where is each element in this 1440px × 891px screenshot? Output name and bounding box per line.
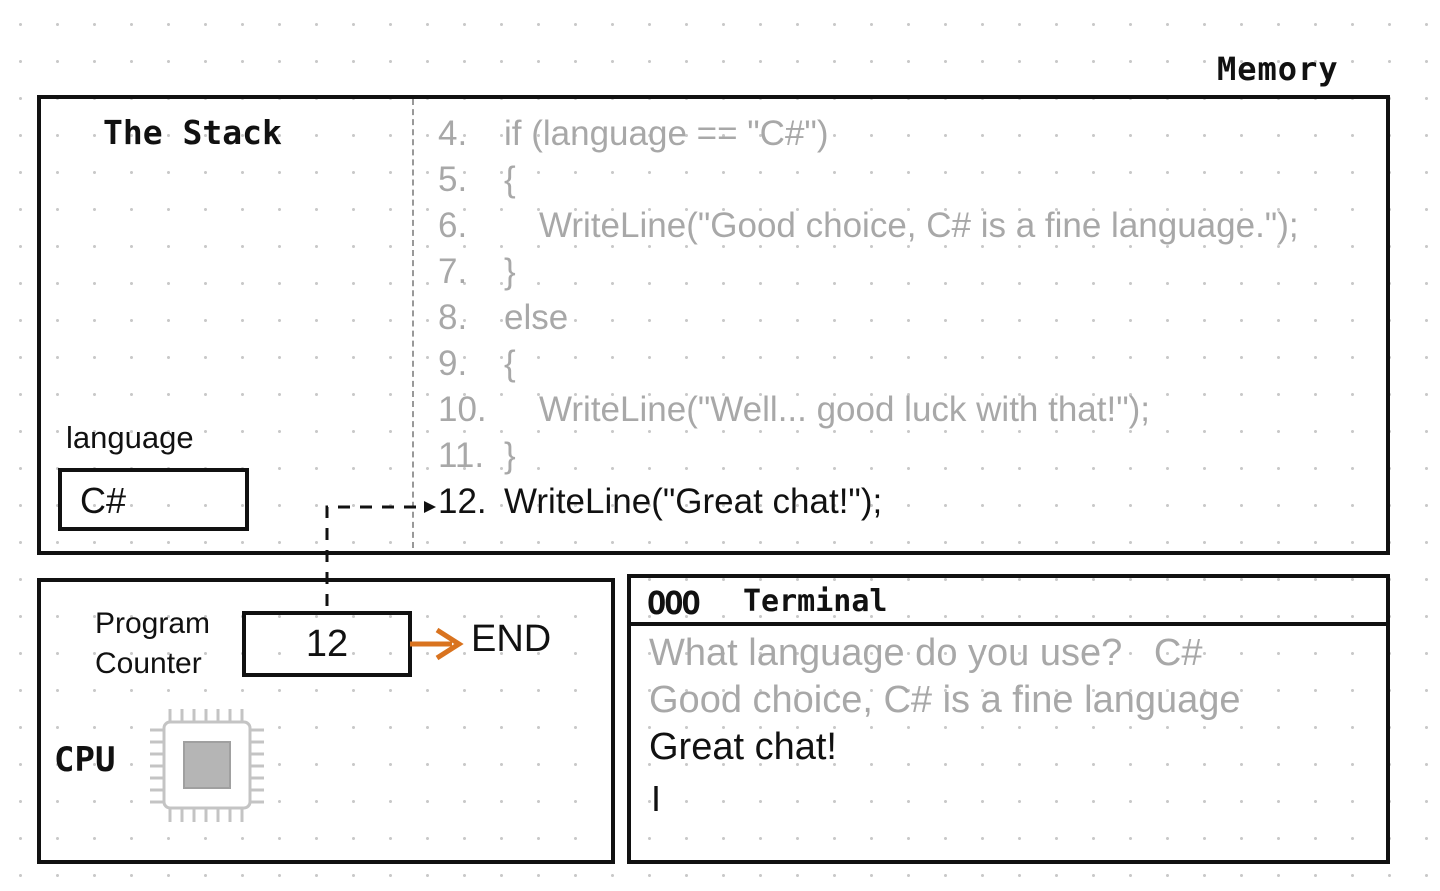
line-number: 6. — [438, 206, 468, 245]
line-number: 4. — [438, 114, 468, 153]
line-number: 9. — [438, 344, 468, 383]
terminal-line: What language do you use? C# — [649, 632, 1203, 674]
terminal-title: Terminal — [743, 584, 888, 619]
terminal-line: Good choice, C# is a fine language — [649, 679, 1241, 721]
end-label: END — [471, 618, 552, 660]
window-controls-icon: OOO — [647, 584, 701, 622]
variable-name: language — [66, 420, 194, 455]
program-counter-label-line1: Program — [95, 607, 211, 640]
line-code: WriteLine("Good choice, C# is a fine lan… — [539, 206, 1299, 245]
line-number: 8. — [438, 298, 468, 337]
cpu-label: CPU — [54, 740, 116, 780]
line-number: 7. — [438, 252, 468, 291]
program-counter-value: 12 — [305, 623, 349, 665]
stack-title: The Stack — [103, 113, 282, 152]
line-code: else — [504, 298, 569, 337]
program-counter-label: Program Counter — [95, 604, 235, 684]
terminal-window — [627, 574, 1390, 864]
line-code: { — [504, 344, 516, 383]
line-code: WriteLine("Great chat!"); — [504, 482, 883, 521]
terminal-title-bar: OOO Terminal — [631, 578, 1386, 626]
variable-value: C# — [80, 480, 127, 521]
line-code: } — [504, 252, 516, 291]
line-code: WriteLine("Well... good luck with that!"… — [539, 390, 1151, 429]
line-code: } — [504, 436, 516, 475]
line-number: 11. — [438, 436, 485, 475]
memory-panel — [37, 95, 1390, 555]
stack-code-divider — [412, 99, 414, 548]
line-number: 12. — [438, 482, 487, 521]
line-number: 5. — [438, 160, 468, 199]
program-counter-box: 12 — [242, 611, 412, 677]
line-code: { — [504, 160, 516, 199]
line-number: 10. — [438, 390, 487, 429]
program-counter-label-line2: Counter — [95, 647, 202, 680]
variable-box: C# — [58, 468, 249, 531]
memory-label: Memory — [1217, 50, 1339, 88]
line-code: if (language == "C#") — [504, 114, 829, 153]
terminal-cursor: I — [651, 778, 662, 819]
terminal-line: Great chat! — [649, 726, 837, 768]
